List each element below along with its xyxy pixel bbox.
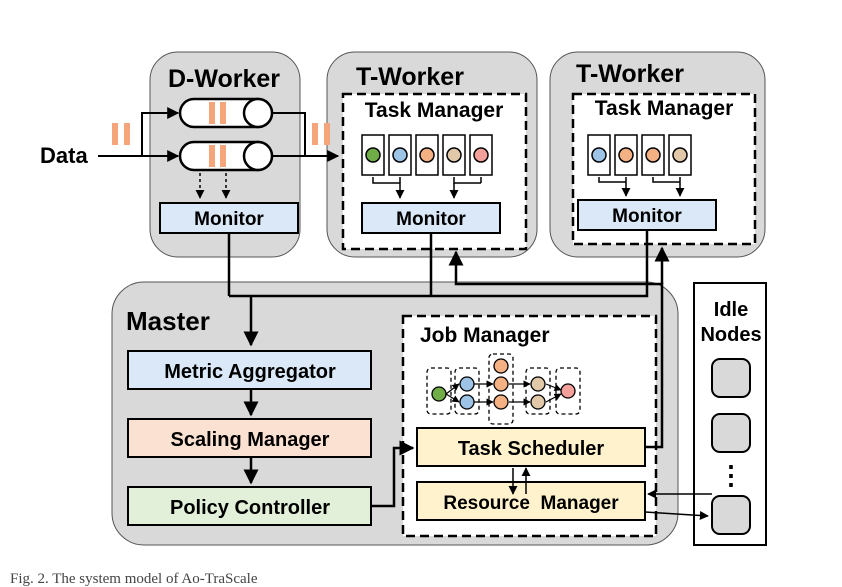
resource-manager-box bbox=[416, 481, 646, 521]
policy-controller-box bbox=[127, 486, 372, 526]
data-blocks-output bbox=[312, 123, 330, 145]
idle-nodes-ellipsis: ⋮ bbox=[718, 460, 744, 490]
t-worker-2-task-slots bbox=[587, 134, 692, 176]
data-label: Data bbox=[40, 143, 88, 168]
t-worker-1-task-manager-label: Task Manager bbox=[365, 99, 504, 122]
idle-node bbox=[711, 413, 751, 453]
scheduler-resource-arrows bbox=[508, 467, 531, 495]
figure-caption: Fig. 2. The system model of Ao-TraScale bbox=[10, 571, 258, 587]
queue-to-monitor-arrows bbox=[195, 173, 231, 199]
t-worker-2-monitor-box bbox=[577, 199, 717, 231]
t-worker-1-title: T-Worker bbox=[356, 63, 464, 91]
policy-controller-label: Policy Controller bbox=[170, 497, 330, 519]
metric-aggregator-box bbox=[127, 350, 372, 390]
metric-aggregator-label: Metric Aggregator bbox=[164, 361, 336, 383]
idle-node bbox=[711, 495, 751, 535]
t-worker-2-monitor-label: Monitor bbox=[612, 206, 682, 227]
t-worker-1-monitor-box bbox=[361, 202, 501, 234]
data-blocks-input bbox=[112, 123, 130, 145]
resource-manager-label: Resource Manager bbox=[443, 493, 619, 514]
t-worker-2-task-to-monitor-arrows bbox=[598, 177, 685, 197]
task-scheduler-label: Task Scheduler bbox=[458, 438, 605, 460]
idle-node bbox=[711, 358, 751, 398]
resource-idle-arrows bbox=[644, 489, 712, 520]
t-worker-1-task-to-monitor-arrows bbox=[372, 177, 482, 199]
data-input-arrows bbox=[98, 107, 180, 162]
master-flow-arrows bbox=[243, 389, 415, 508]
queue-to-t-worker-arrows bbox=[272, 112, 340, 162]
d-worker-monitor-box bbox=[159, 202, 299, 234]
d-worker-title: D-Worker bbox=[168, 65, 280, 93]
queue-top bbox=[178, 97, 274, 129]
t-worker-2-task-manager-label: Task Manager bbox=[595, 97, 734, 120]
job-dag bbox=[426, 353, 581, 425]
scaling-manager-box bbox=[127, 418, 372, 458]
t-worker-1-monitor-label: Monitor bbox=[396, 209, 466, 230]
scaling-manager-label: Scaling Manager bbox=[171, 429, 330, 451]
idle-node-items bbox=[711, 358, 751, 535]
job-manager-label: Job Manager bbox=[420, 324, 550, 347]
t-worker-2-title: T-Worker bbox=[576, 60, 684, 88]
d-worker-monitor-label: Monitor bbox=[194, 209, 264, 230]
idle-nodes-title-line2: Nodes bbox=[700, 324, 761, 346]
t-worker-1-task-slots bbox=[361, 134, 493, 176]
monitor-to-master-lines bbox=[227, 230, 649, 347]
idle-nodes-title-line1: Idle bbox=[714, 299, 748, 321]
scheduler-to-t-workers-arrows bbox=[448, 246, 670, 449]
master-title: Master bbox=[126, 306, 210, 336]
queue-bottom bbox=[178, 140, 274, 172]
